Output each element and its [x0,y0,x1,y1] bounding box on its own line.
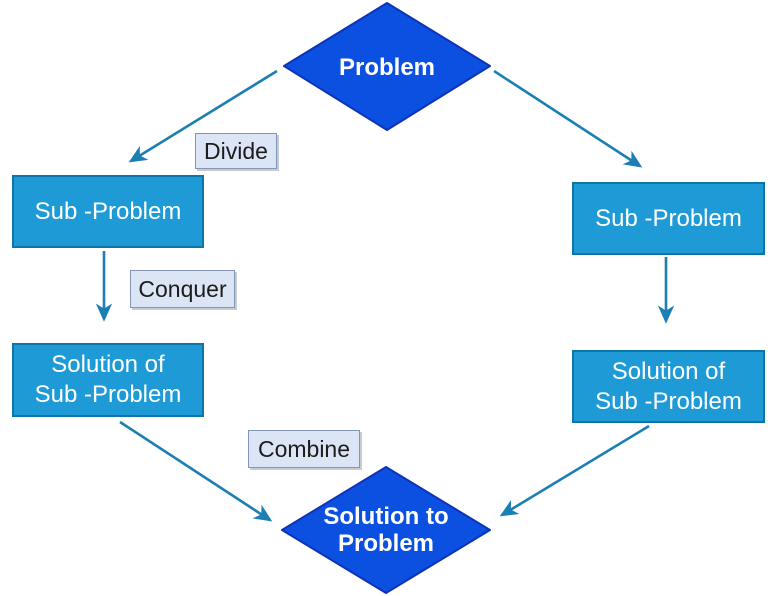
solution-final-line1: Solution to [323,503,449,530]
solution-left-line1: Solution of [51,351,165,378]
arrow-problem-to-left-subproblem [128,69,278,163]
subproblem-right-node: Sub -Problem [572,182,765,255]
combine-edge-label: Combine [248,430,360,468]
solution-right-node: Solution of Sub -Problem [572,350,765,423]
conquer-edge-label: Conquer [130,270,235,308]
solution-right-line1: Solution of [611,357,726,385]
problem-node-label: Problem [284,52,490,82]
subproblem-left-text: Sub -Problem [34,197,182,225]
conquer-text: Conquer [138,275,227,302]
solution-node-label: Solution to Problem [282,503,490,557]
solution-left-node: Solution of Sub -Problem [12,343,204,417]
arrow-problem-to-right-subproblem [493,69,643,168]
problem-text: Problem [338,53,436,81]
solution-diamond-shape [281,466,491,594]
divide-text: Divide [204,137,268,164]
combine-text: Combine [257,435,351,462]
problem-diamond-shape [283,2,491,131]
solution-left-line2: Sub -Problem [34,381,182,408]
subproblem-right-text: Sub -Problem [595,204,742,232]
solution-right-line2: Sub -Problem [595,387,742,415]
arrow-left-solution-to-final [119,420,273,522]
solution-final-line2: Problem [337,530,435,557]
divide-edge-label: Divide [195,133,277,169]
subproblem-left-node: Sub -Problem [12,175,204,248]
arrow-right-solution-to-final [499,424,650,517]
